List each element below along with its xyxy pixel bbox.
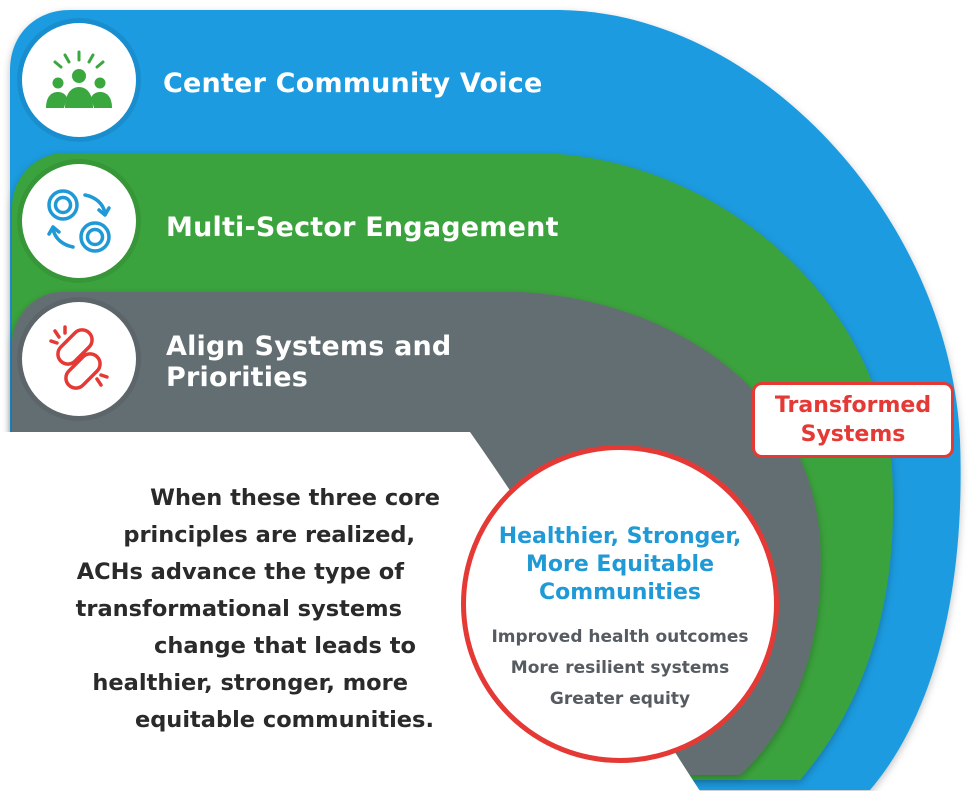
summary-line: equitable communities. [134,707,434,733]
tag-line-2: Systems [800,422,906,447]
outcome-item: Greater equity [549,689,691,709]
outcome-title-line: More Equitable [526,552,714,577]
summary-line: healthier, stronger, more [92,670,408,696]
summary-line: principles are realized, [123,522,415,548]
outcome-list: Improved health outcomes More resilient … [466,622,774,715]
principle-label-multi-sector: Multi-Sector Engagement [166,212,559,243]
outcome-title-line: Communities [538,580,702,605]
summary-statement: When these three core principles are rea… [40,480,440,739]
outcome-item: More resilient systems [510,658,730,678]
exchange-icon-badge [22,164,136,278]
chain-link-icon [49,325,109,390]
summary-line: When these three core [150,485,440,511]
chain-icon-badge [22,302,136,416]
principle-label-community-voice: Center Community Voice [163,68,543,99]
summary-line: ACHs advance the type of [76,559,404,585]
summary-line: transformational systems [75,596,402,622]
outcome-title-line: Healthier, Stronger, [498,524,742,549]
community-icon-badge [22,23,136,137]
summary-line: change that leads to [153,633,416,659]
transformed-systems-tag: Transformed Systems [752,382,954,458]
tag-line-1: Transformed [774,393,932,418]
exchange-cycle-icon [47,189,111,253]
outcome-title: Healthier, Stronger, More Equitable Comm… [466,523,774,607]
community-people-icon [46,50,112,108]
principle-label-align-systems: Align Systems and Priorities [166,331,452,393]
outcome-circle: Healthier, Stronger, More Equitable Comm… [461,445,779,763]
outcome-item: Improved health outcomes [491,627,749,647]
